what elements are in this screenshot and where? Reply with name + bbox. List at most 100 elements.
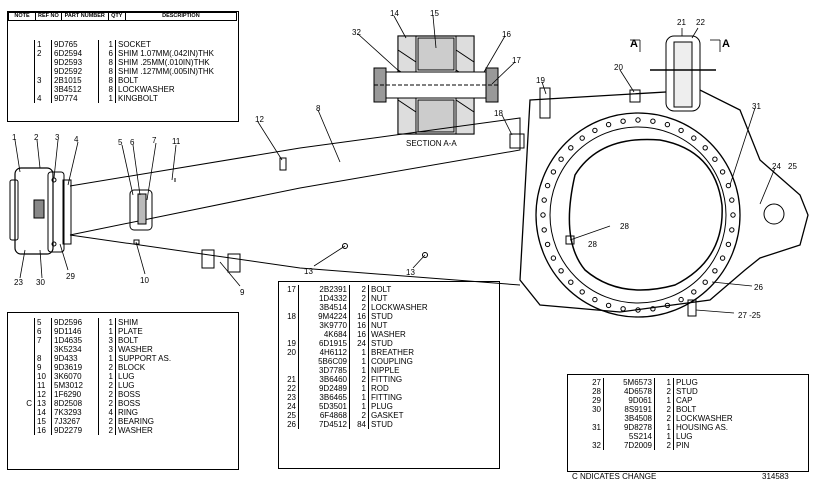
table-cell: 3K5234	[51, 345, 99, 354]
section-a-a-detail	[373, 35, 499, 135]
table-cell: 3D7785	[298, 366, 350, 375]
table-cell: 1	[654, 378, 674, 387]
table-cell: 4	[98, 408, 116, 417]
stud-ring	[540, 117, 736, 313]
table-cell: NUT	[371, 294, 388, 303]
table-cell: 9D3619	[51, 363, 99, 372]
stud-hole	[664, 121, 671, 128]
table-cell: 17	[280, 285, 299, 294]
stud-hole	[558, 156, 564, 162]
stud-hole	[664, 302, 671, 309]
table-cell: 20	[280, 348, 299, 357]
table-cell: 9D2279	[51, 426, 99, 435]
table-cell: NIPPLE	[371, 366, 400, 375]
table-cell: SHIM	[118, 318, 138, 327]
callout-number: 15	[430, 9, 439, 18]
housing-assembly	[519, 35, 809, 318]
stud-hole	[702, 145, 708, 151]
stud-hole	[691, 135, 697, 141]
table-cell: 7J3267	[51, 417, 99, 426]
table-cell: 2B2391	[298, 285, 350, 294]
table-cell: STUD	[371, 339, 393, 348]
table-cell: STUD	[371, 312, 393, 321]
column-header: DESCRIPTION	[124, 12, 238, 21]
table-cell: 6	[34, 327, 52, 336]
table-cell: WASHER	[118, 345, 153, 354]
table-cell: 18	[280, 312, 299, 321]
table-cell	[8, 345, 35, 354]
table-cell: 3	[98, 345, 116, 354]
table-cell: 23	[280, 393, 299, 402]
table-cell: 6	[98, 49, 116, 58]
callout-number: 24	[772, 162, 781, 171]
table-cell	[8, 408, 35, 417]
table-cell: 32	[585, 441, 604, 450]
table-cell: LUG	[118, 372, 135, 381]
callout-number: 22	[696, 18, 705, 27]
callout-number: 28	[588, 240, 597, 249]
table-cell: SHIM .127MM(.005IN)THK	[118, 67, 215, 76]
table-cell: LUG	[118, 381, 135, 390]
table-cell	[280, 294, 299, 303]
callout-number: 16	[502, 30, 511, 39]
table-cell: 8S9191	[603, 405, 655, 414]
table-cell: 9D1146	[51, 327, 99, 336]
table-cell: 9M4224	[298, 312, 350, 321]
table-cell: 2	[34, 49, 52, 58]
table-cell: 24	[349, 339, 369, 348]
table-cell: FITTING	[371, 393, 403, 402]
callout-number: 13	[406, 268, 415, 277]
table-cell	[8, 363, 35, 372]
table-cell: LOCKWASHER	[371, 303, 428, 312]
table-cell: 2	[654, 387, 674, 396]
stud-hole	[702, 279, 708, 285]
top-parts-table: NOTE REF NO PART NUMBER QTY DESCRIPTION	[8, 12, 238, 21]
table-cell: 9D2596	[51, 318, 99, 327]
table-cell	[8, 85, 35, 94]
table-cell: 1	[98, 354, 116, 363]
table-cell: CAP	[676, 396, 693, 405]
stud-hole	[540, 212, 546, 218]
table-cell: BOLT	[371, 285, 392, 294]
table-cell: SOCKET	[118, 40, 151, 49]
table-cell: COUPLING	[371, 357, 413, 366]
callout-number: 32	[352, 28, 361, 37]
table-cell: 9	[34, 363, 52, 372]
table-cell: 84	[349, 420, 369, 429]
stud-hole	[678, 296, 684, 303]
table-cell	[585, 432, 604, 441]
table-cell: 12	[34, 390, 52, 399]
table-cell: 3B4514	[298, 303, 350, 312]
table-cell: 4K684	[298, 330, 350, 339]
callout-number: 27 -25	[738, 311, 761, 320]
table-cell: 1	[98, 372, 116, 381]
table-cell: 1	[98, 318, 116, 327]
table-cell: 3K9770	[298, 321, 350, 330]
callout-number: 25	[788, 162, 797, 171]
stud-hole	[550, 255, 557, 261]
callout-number: 10	[140, 276, 149, 285]
stud-hole	[550, 169, 557, 175]
table-cell: 14	[34, 408, 52, 417]
table-cell: 16	[349, 312, 369, 321]
callout-number: 30	[36, 278, 45, 287]
top-parts-table-frame	[7, 11, 239, 122]
table-cell: 13	[34, 399, 52, 408]
